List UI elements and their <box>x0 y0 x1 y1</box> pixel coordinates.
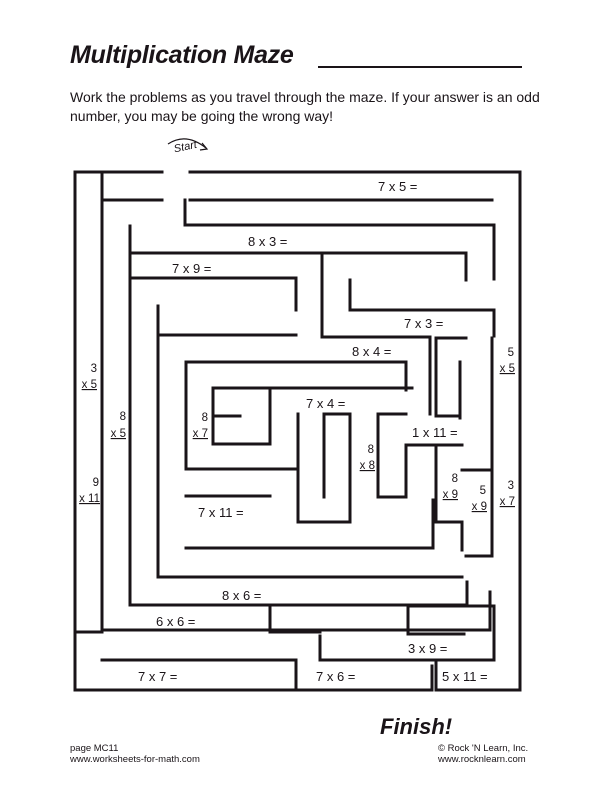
name-blank-line <box>318 66 522 68</box>
footer-right: © Rock 'N Learn, Inc. www.rocknlearn.com <box>438 743 528 765</box>
finish-label: Finish! <box>380 714 452 739</box>
vertical-problems: 3 x 5 8 x 5 9 x 11 8 x 7 8 x 8 8 x 9 5 x… <box>79 347 515 513</box>
problem-top: 9 <box>93 477 99 489</box>
start-label: Start <box>173 139 199 156</box>
page-title: Multiplication Maze <box>70 41 294 69</box>
maze-wall <box>128 276 298 312</box>
problem-bottom: x 9 <box>443 489 458 501</box>
website-link[interactable]: www.worksheets-for-math.com <box>70 754 200 765</box>
problem-label: 6 x 6 = <box>156 614 195 629</box>
problem-label: 5 x 11 = <box>442 669 488 684</box>
page-number: page MC11 <box>70 743 119 754</box>
problem-bottom: x 5 <box>111 428 126 440</box>
maze-wall <box>376 412 464 499</box>
problem-top: 3 <box>508 480 514 492</box>
problem-label: 7 x 7 = <box>138 669 177 684</box>
maze-wall <box>268 603 322 634</box>
maze-outer-wall <box>73 170 522 692</box>
maze-wall <box>184 360 408 392</box>
problem-top: 5 <box>508 347 514 359</box>
problem-top: 8 <box>368 444 374 456</box>
start-marker: Start <box>167 138 209 156</box>
horizontal-problems: 7 x 5 = 8 x 3 = 7 x 9 = 7 x 3 = 8 x 4 = … <box>138 179 488 684</box>
maze-wall <box>318 604 496 662</box>
problem-label: 7 x 3 = <box>404 316 443 331</box>
maze-wall <box>156 304 464 579</box>
problem-label: 7 x 9 = <box>172 261 211 276</box>
problem-top: 3 <box>91 363 97 375</box>
maze-wall <box>100 171 492 632</box>
footer-left: page MC11 www.worksheets-for-math.com <box>70 743 200 765</box>
maze-wall <box>296 412 352 524</box>
maze-wall <box>434 336 460 418</box>
problem-label: 8 x 3 = <box>248 234 287 249</box>
problem-label: 1 x 11 = <box>412 425 458 440</box>
problem-top: 8 <box>120 411 126 423</box>
problem-label: 7 x 4 = <box>306 396 345 411</box>
maze-wall <box>128 251 469 607</box>
maze-wall <box>128 224 468 282</box>
maze-wall <box>184 498 435 550</box>
problem-top: 8 <box>202 412 208 424</box>
problem-label: 8 x 4 = <box>352 344 391 359</box>
problem-bottom: x 7 <box>193 428 208 440</box>
problem-bottom: x 7 <box>500 496 515 508</box>
website-link[interactable]: www.rocknlearn.com <box>438 754 526 765</box>
problem-label: 3 x 9 = <box>408 641 447 656</box>
maze-wall <box>434 443 464 552</box>
problem-bottom: x 5 <box>82 379 97 391</box>
maze-wall <box>406 604 466 636</box>
maze-wall <box>183 198 496 281</box>
instructions-text: Work the problems as you travel through … <box>70 89 540 124</box>
problem-label: 7 x 5 = <box>378 179 417 194</box>
problem-bottom: x 5 <box>500 363 515 375</box>
problem-label: 7 x 11 = <box>198 505 244 520</box>
maze-walls <box>73 170 522 692</box>
problem-bottom: x 11 <box>79 493 100 505</box>
maze-wall <box>320 251 432 416</box>
problem-bottom: x 8 <box>360 460 375 472</box>
problem-top: 5 <box>480 485 486 497</box>
problem-label: 8 x 6 = <box>222 588 261 603</box>
problem-bottom: x 9 <box>472 501 487 513</box>
start-arrow-icon <box>167 138 207 149</box>
maze-wall <box>464 336 494 558</box>
problem-top: 8 <box>452 473 458 485</box>
copyright-text: © Rock 'N Learn, Inc. <box>438 743 529 754</box>
problem-label: 7 x 6 = <box>316 669 355 684</box>
maze-wall <box>348 278 496 338</box>
maze-wall <box>322 412 352 444</box>
